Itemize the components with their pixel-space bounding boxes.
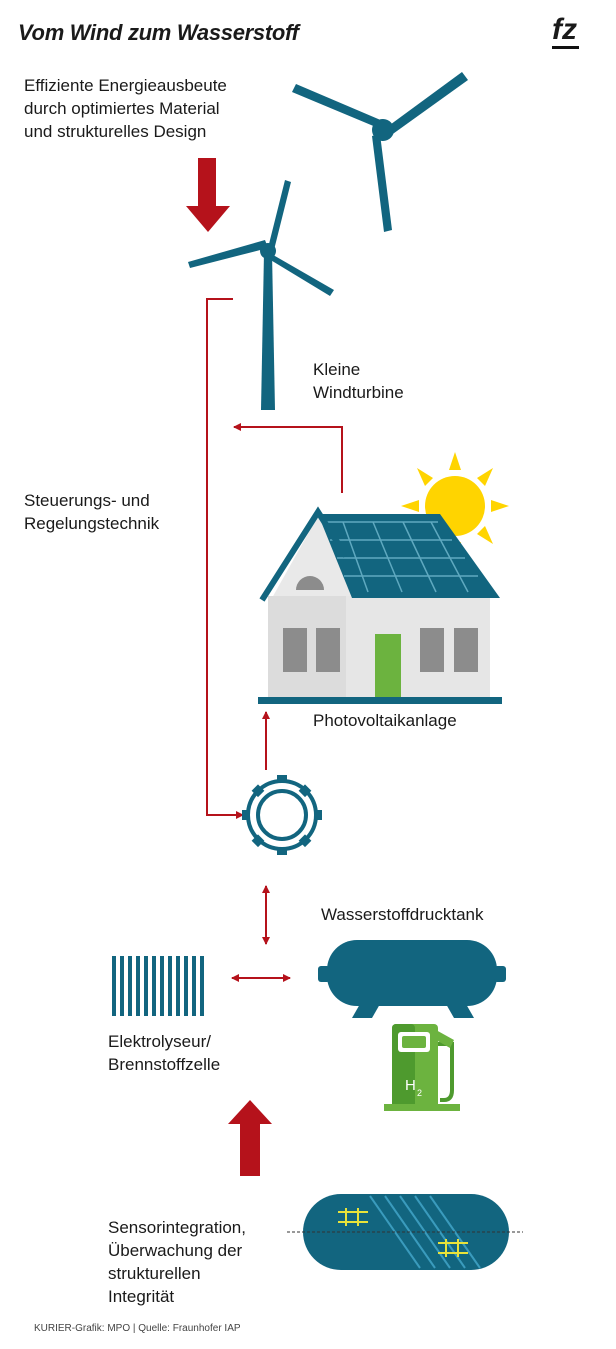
control-loop-line	[206, 298, 244, 819]
credit-line: KURIER-Grafik: MPO | Quelle: Fraunhofer …	[34, 1323, 241, 1334]
large-turbine-icon	[292, 72, 468, 232]
strain-gauge-icon	[338, 1208, 468, 1257]
down-arrow-icon	[186, 158, 230, 232]
up-arrow-icon	[228, 1100, 272, 1176]
sensor-label: Sensorintegration, Überwachung der struk…	[108, 1218, 246, 1306]
brand-logo: fz	[552, 14, 579, 49]
electrolyser-icon	[112, 956, 204, 1016]
gear-teeth	[242, 775, 322, 855]
electrolyser-label: Elektrolyseur/ Brennstoffzelle	[108, 1032, 221, 1074]
control-label: Steuerungs- und Regelungstechnik	[24, 491, 160, 533]
house-icon	[258, 506, 502, 704]
small-turbine-icon	[188, 180, 334, 410]
small-turbine-label: Kleine Windturbine	[313, 360, 404, 402]
pv-to-turbine-arrow	[233, 423, 343, 493]
h2-pump-icon: H 2	[384, 1024, 460, 1111]
intro-label: Effiziente Energieausbeute durch optimie…	[24, 76, 227, 141]
page-title: Vom Wind zum Wasserstoff	[18, 20, 299, 45]
hydrogen-tank-icon	[318, 940, 506, 1018]
pv-label: Photovoltaikanlage	[313, 711, 457, 730]
h2-subscript: 2	[417, 1088, 422, 1098]
h2-label: H	[405, 1077, 416, 1094]
tank-label: Wasserstoffdrucktank	[321, 905, 484, 924]
